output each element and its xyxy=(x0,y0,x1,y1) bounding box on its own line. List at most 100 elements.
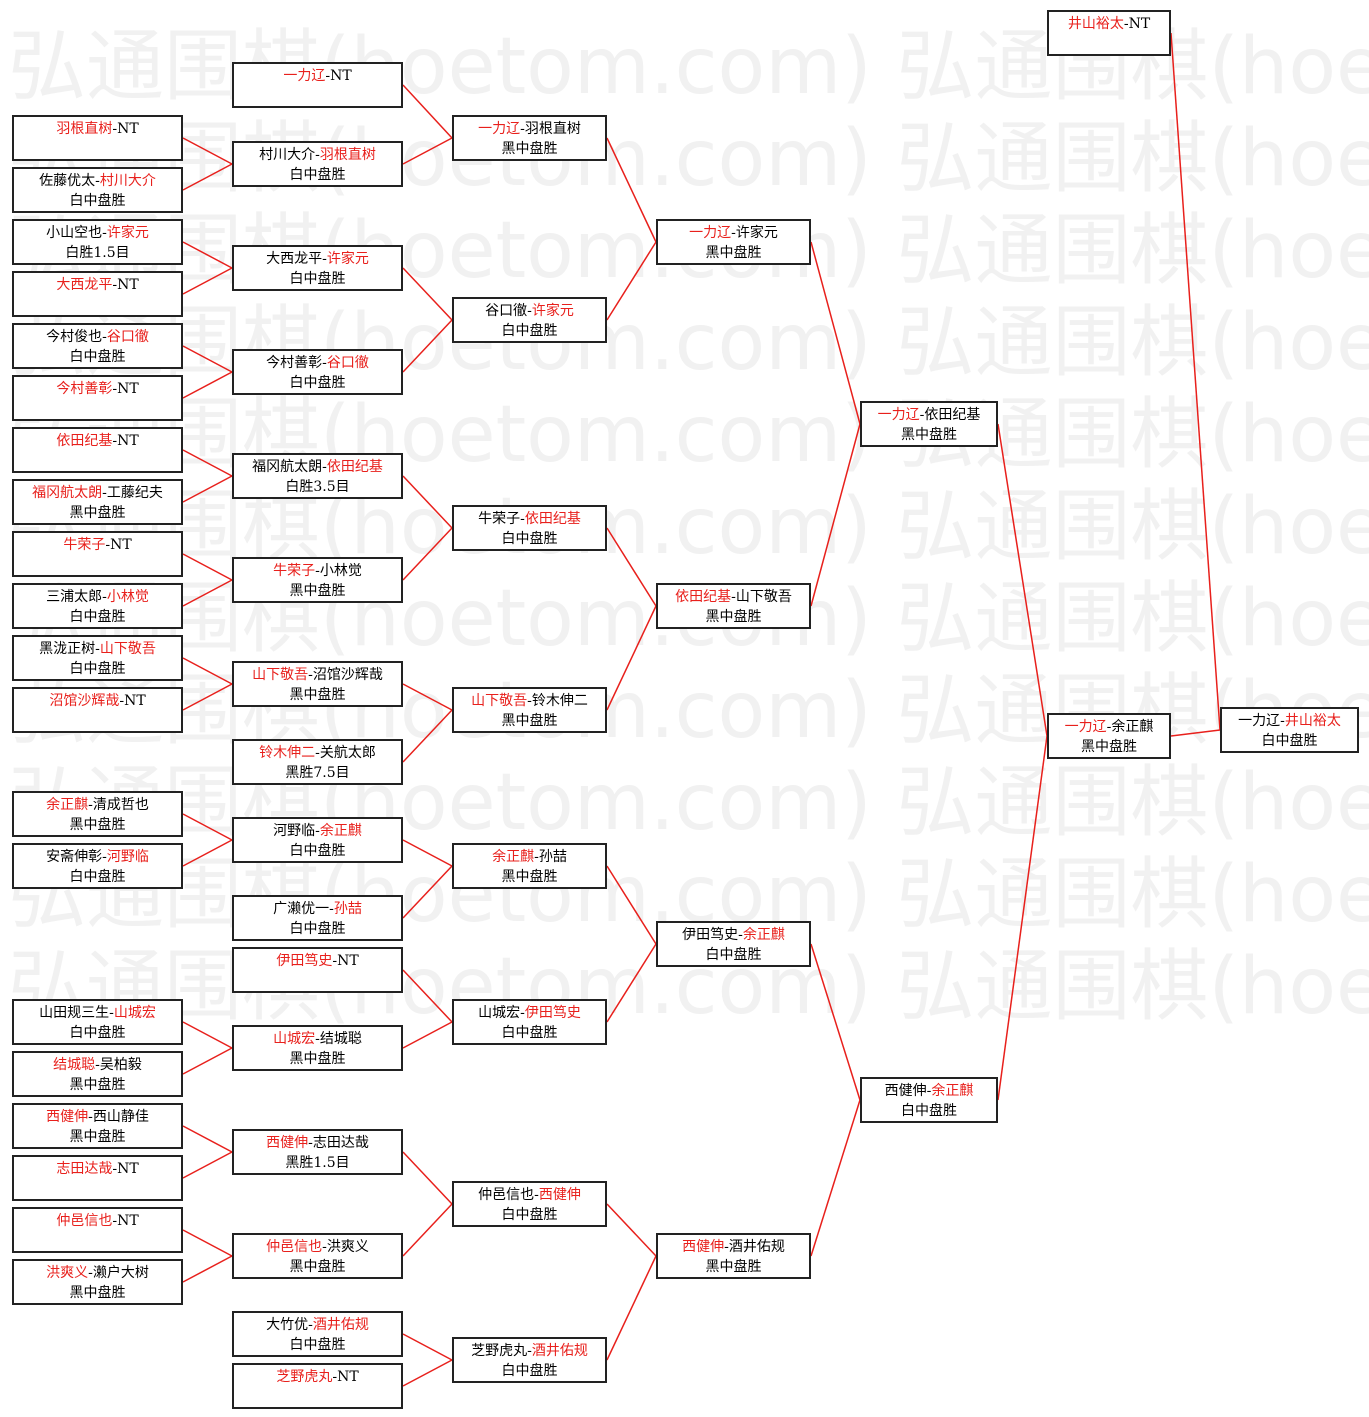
vs-separator: - xyxy=(112,381,118,397)
match-box-r2_2[interactable]: 村川大介-羽根直树白中盘胜 xyxy=(232,141,403,187)
vs-separator: - xyxy=(105,537,111,553)
match-players: 山城宏-伊田笃史 xyxy=(454,1003,605,1023)
player-black: 一力辽 xyxy=(877,407,920,423)
match-box-r4_3[interactable]: 伊田笃史-余正麒白中盘胜 xyxy=(656,921,811,967)
match-box-r4_2[interactable]: 依田纪基-山下敬吾黑中盘胜 xyxy=(656,583,811,629)
player-black: 广濑优一 xyxy=(273,901,330,917)
player-black: 福冈航太朗 xyxy=(32,485,103,501)
vs-separator: - xyxy=(534,849,539,865)
vs-separator: - xyxy=(112,433,118,449)
match-box-r2_7[interactable]: 山下敬吾-沼馆沙辉哉黑中盘胜 xyxy=(232,661,403,707)
match-box-r1_3[interactable]: 小山空也-许家元白胜1.5目 xyxy=(12,219,183,265)
match-box-r2_6[interactable]: 牛荣子-小林觉黑中盘胜 xyxy=(232,557,403,603)
player-white: 村川大介 xyxy=(99,173,156,189)
player-white: 许家元 xyxy=(326,251,369,267)
player-black: 小山空也 xyxy=(46,225,103,241)
match-box-r3_5[interactable]: 余正麒-孙喆黑中盘胜 xyxy=(452,843,607,889)
match-box-r1_17[interactable]: 西健伸-西山静佳黑中盘胜 xyxy=(12,1103,183,1149)
match-box-r2_12[interactable]: 山城宏-结城聪黑中盘胜 xyxy=(232,1025,403,1071)
match-box-r5_2[interactable]: 西健伸-余正麒白中盘胜 xyxy=(860,1077,998,1123)
match-box-r2_1[interactable]: 一力辽-NT xyxy=(232,62,403,108)
match-box-r6_1[interactable]: 一力辽-余正麒黑中盘胜 xyxy=(1047,713,1171,759)
match-result: 白中盘胜 xyxy=(289,167,346,183)
match-box-r1_18[interactable]: 志田达哉-NT xyxy=(12,1155,183,1201)
vs-separator: - xyxy=(112,1161,118,1177)
connector-r1_9-to-r2_6 xyxy=(182,553,233,581)
player-black: 牛荣子 xyxy=(273,563,316,579)
match-box-r1_11[interactable]: 黑泷正树-山下敬吾白中盘胜 xyxy=(12,635,183,681)
match-box-r3_7[interactable]: 仲邑信也-西健伸白中盘胜 xyxy=(452,1181,607,1227)
match-result: 白中盘胜 xyxy=(69,869,126,885)
connector-r1_7-to-r2_5 xyxy=(182,449,233,477)
vs-separator: - xyxy=(1123,16,1129,32)
match-box-r1_15[interactable]: 山田规三生-山城宏白中盘胜 xyxy=(12,999,183,1045)
match-result: 黑中盘胜 xyxy=(501,141,558,157)
match-box-r1_2[interactable]: 佐藤优太-村川大介白中盘胜 xyxy=(12,167,183,213)
match-box-r2_16[interactable]: 芝野虎丸-NT xyxy=(232,1363,403,1409)
match-box-r1_8[interactable]: 福冈航太朗-工藤纪夫黑中盘胜 xyxy=(12,479,183,525)
match-box-r2_11[interactable]: 伊田笃史-NT xyxy=(232,947,403,993)
player-white: 西健伸 xyxy=(538,1187,581,1203)
match-box-r4_1[interactable]: 一力辽-许家元黑中盘胜 xyxy=(656,219,811,265)
match-box-r1_14[interactable]: 安斋伸彰-河野临白中盘胜 xyxy=(12,843,183,889)
match-result: 白中盘胜 xyxy=(289,921,346,937)
match-box-r3_3[interactable]: 牛荣子-依田纪基白中盘胜 xyxy=(452,505,607,551)
match-box-r1_19[interactable]: 仲邑信也-NT xyxy=(12,1207,183,1253)
player-white: 羽根直树 xyxy=(524,121,581,137)
vs-separator: - xyxy=(322,251,327,267)
match-box-r1_9[interactable]: 牛荣子-NT xyxy=(12,531,183,577)
vs-separator: - xyxy=(1280,713,1285,729)
connector-r1_17-to-r2_13 xyxy=(182,1125,233,1153)
match-box-r3_4[interactable]: 山下敬吾-铃木伸二黑中盘胜 xyxy=(452,687,607,733)
match-box-r2_9[interactable]: 河野临-余正麒白中盘胜 xyxy=(232,817,403,863)
match-box-r2_14[interactable]: 仲邑信也-洪爽义黑中盘胜 xyxy=(232,1233,403,1279)
player-white: NT xyxy=(117,433,139,449)
player-black: 西健伸 xyxy=(46,1109,89,1125)
match-box-r3_8[interactable]: 芝野虎丸-酒井佑规白中盘胜 xyxy=(452,1337,607,1383)
match-result: 白胜1.5目 xyxy=(65,245,130,261)
match-box-r1_16[interactable]: 结城聪-吴柏毅黑中盘胜 xyxy=(12,1051,183,1097)
match-box-r4_4[interactable]: 西健伸-酒井佑规黑中盘胜 xyxy=(656,1233,811,1279)
match-box-seed[interactable]: 井山裕太-NT xyxy=(1047,10,1171,56)
match-box-r2_4[interactable]: 今村善彰-谷口徹白中盘胜 xyxy=(232,349,403,395)
match-result: 黑中盘胜 xyxy=(69,1285,126,1301)
match-box-r1_4[interactable]: 大西龙平-NT xyxy=(12,271,183,317)
match-players: 沼馆沙辉哉-NT xyxy=(14,691,181,711)
match-box-r1_5[interactable]: 今村俊也-谷口徹白中盘胜 xyxy=(12,323,183,369)
match-box-r3_1[interactable]: 一力辽-羽根直树黑中盘胜 xyxy=(452,115,607,161)
match-box-r5_1[interactable]: 一力辽-依田纪基黑中盘胜 xyxy=(860,401,998,447)
match-box-r2_5[interactable]: 福冈航太朗-依田纪基白胜3.5目 xyxy=(232,453,403,499)
player-white: 余正麒 xyxy=(931,1083,974,1099)
match-box-r1_1[interactable]: 羽根直树-NT xyxy=(12,115,183,161)
match-result: 黑胜1.5目 xyxy=(285,1155,350,1171)
match-box-r2_15[interactable]: 大竹优-酒井佑规白中盘胜 xyxy=(232,1311,403,1357)
match-box-r1_7[interactable]: 依田纪基-NT xyxy=(12,427,183,473)
match-box-r1_12[interactable]: 沼馆沙辉哉-NT xyxy=(12,687,183,733)
match-box-r1_6[interactable]: 今村善彰-NT xyxy=(12,375,183,421)
vs-separator: - xyxy=(520,1005,525,1021)
match-players: 依田纪基-NT xyxy=(14,431,181,451)
connector-r1_20-to-r2_14 xyxy=(182,1255,233,1283)
match-box-r2_3[interactable]: 大西龙平-许家元白中盘胜 xyxy=(232,245,403,291)
match-box-r3_2[interactable]: 谷口徹-许家元白中盘胜 xyxy=(452,297,607,343)
match-box-r3_6[interactable]: 山城宏-伊田笃史白中盘胜 xyxy=(452,999,607,1045)
connector-r1_10-to-r2_6 xyxy=(182,579,233,607)
connector-r2_11-to-r3_6 xyxy=(402,969,453,1023)
match-result: 白中盘胜 xyxy=(501,323,558,339)
match-box-final[interactable]: 一力辽-井山裕太白中盘胜 xyxy=(1220,707,1359,753)
player-white: 铃木伸二 xyxy=(531,693,588,709)
match-players: 芝野虎丸-NT xyxy=(234,1367,401,1387)
connector-r5_1-to-r6_1 xyxy=(997,423,1048,737)
match-box-r1_10[interactable]: 三浦太郎-小林觉白中盘胜 xyxy=(12,583,183,629)
player-black: 河野临 xyxy=(273,823,316,839)
match-box-r1_13[interactable]: 余正麒-清成哲也黑中盘胜 xyxy=(12,791,183,837)
match-players: 佐藤优太-村川大介 xyxy=(14,171,181,191)
player-black: 今村善彰 xyxy=(56,381,113,397)
match-box-r1_20[interactable]: 洪爽义-濑户大树黑中盘胜 xyxy=(12,1259,183,1305)
match-box-r2_8[interactable]: 铃木伸二-关航太郎黑胜7.5目 xyxy=(232,739,403,785)
player-white: NT xyxy=(337,1369,359,1385)
match-box-r2_13[interactable]: 西健伸-志田达哉黑胜1.5目 xyxy=(232,1129,403,1175)
connector-r1_5-to-r2_4 xyxy=(182,345,233,373)
match-players: 牛荣子-NT xyxy=(14,535,181,555)
match-box-r2_10[interactable]: 广濑优一-孙喆白中盘胜 xyxy=(232,895,403,941)
